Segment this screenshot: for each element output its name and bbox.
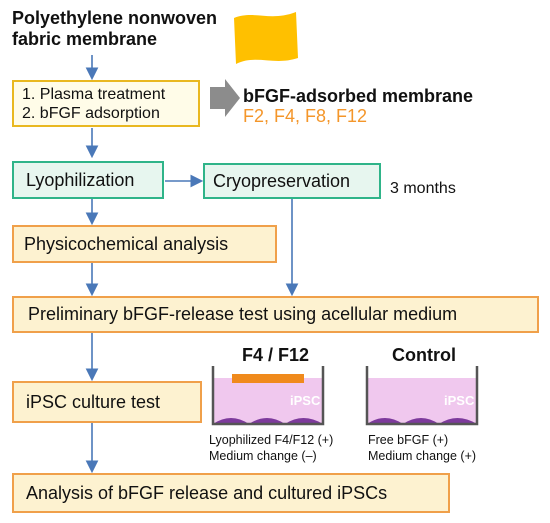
cryopreservation-box: Cryopreservation bbox=[203, 163, 381, 199]
ipsc-culture-label: iPSC culture test bbox=[26, 391, 161, 412]
lyophilization-box: Lyophilization bbox=[12, 161, 164, 199]
well-left-cells bbox=[213, 418, 323, 424]
membrane-flag-icon bbox=[234, 12, 298, 64]
physicochemical-box: Physicochemical analysis bbox=[12, 225, 277, 263]
physicochemical-label: Physicochemical analysis bbox=[24, 233, 229, 254]
well-left-ipsc-label: iPSC bbox=[290, 393, 321, 408]
well-left-notes: Lyophilized F4/F12 (+) Medium change (–) bbox=[209, 432, 333, 464]
membrane-title: Polyethylene nonwoven fabric membrane bbox=[12, 8, 217, 50]
well-right-cells bbox=[367, 418, 477, 424]
well-right-ipsc-label: iPSC bbox=[444, 393, 475, 408]
well-left-diagram bbox=[211, 366, 325, 426]
well-right-notes: Free bFGF (+) Medium change (+) bbox=[368, 432, 476, 464]
well-left-medium bbox=[213, 378, 323, 424]
adsorbed-membrane-title: bFGF-adsorbed membrane bbox=[243, 86, 474, 106]
well-left-note-1: Lyophilized F4/F12 (+) bbox=[209, 433, 334, 447]
treatment-box: 1. Plasma treatment 2. bFGF adsorption bbox=[12, 80, 200, 127]
plasma-treatment-step: 1. Plasma treatment bbox=[22, 85, 166, 103]
well-right-diagram bbox=[365, 366, 479, 426]
well-left-note-2: Medium change (–) bbox=[209, 449, 317, 463]
final-analysis-label: Analysis of bFGF release and cultured iP… bbox=[26, 482, 388, 503]
cryopreservation-label: Cryopreservation bbox=[213, 170, 351, 191]
ipsc-culture-box: iPSC culture test bbox=[12, 381, 202, 423]
well-left-membrane bbox=[232, 374, 304, 383]
bfgf-adsorption-step: 2. bFGF adsorption bbox=[22, 104, 160, 122]
well-right-medium bbox=[367, 378, 477, 424]
release-test-label: Preliminary bFGF-release test using acel… bbox=[28, 304, 458, 324]
membrane-title-line1: Polyethylene nonwoven bbox=[12, 8, 218, 28]
duration-label: 3 months bbox=[390, 180, 456, 197]
well-right-note-1: Free bFGF (+) bbox=[368, 433, 449, 447]
membrane-title-line2: fabric membrane bbox=[12, 29, 158, 49]
release-test-box: Preliminary bFGF-release test using acel… bbox=[12, 296, 539, 333]
well-right-note-2: Medium change (+) bbox=[368, 449, 477, 463]
grey-block-arrow bbox=[210, 79, 240, 117]
adsorbed-membrane-variants: F2, F4, F8, F12 bbox=[243, 106, 368, 126]
well-right-title: Control bbox=[392, 345, 456, 365]
lyophilization-label: Lyophilization bbox=[26, 169, 135, 190]
well-left-title: F4 / F12 bbox=[242, 345, 310, 365]
final-analysis-box: Analysis of bFGF release and cultured iP… bbox=[12, 473, 450, 513]
